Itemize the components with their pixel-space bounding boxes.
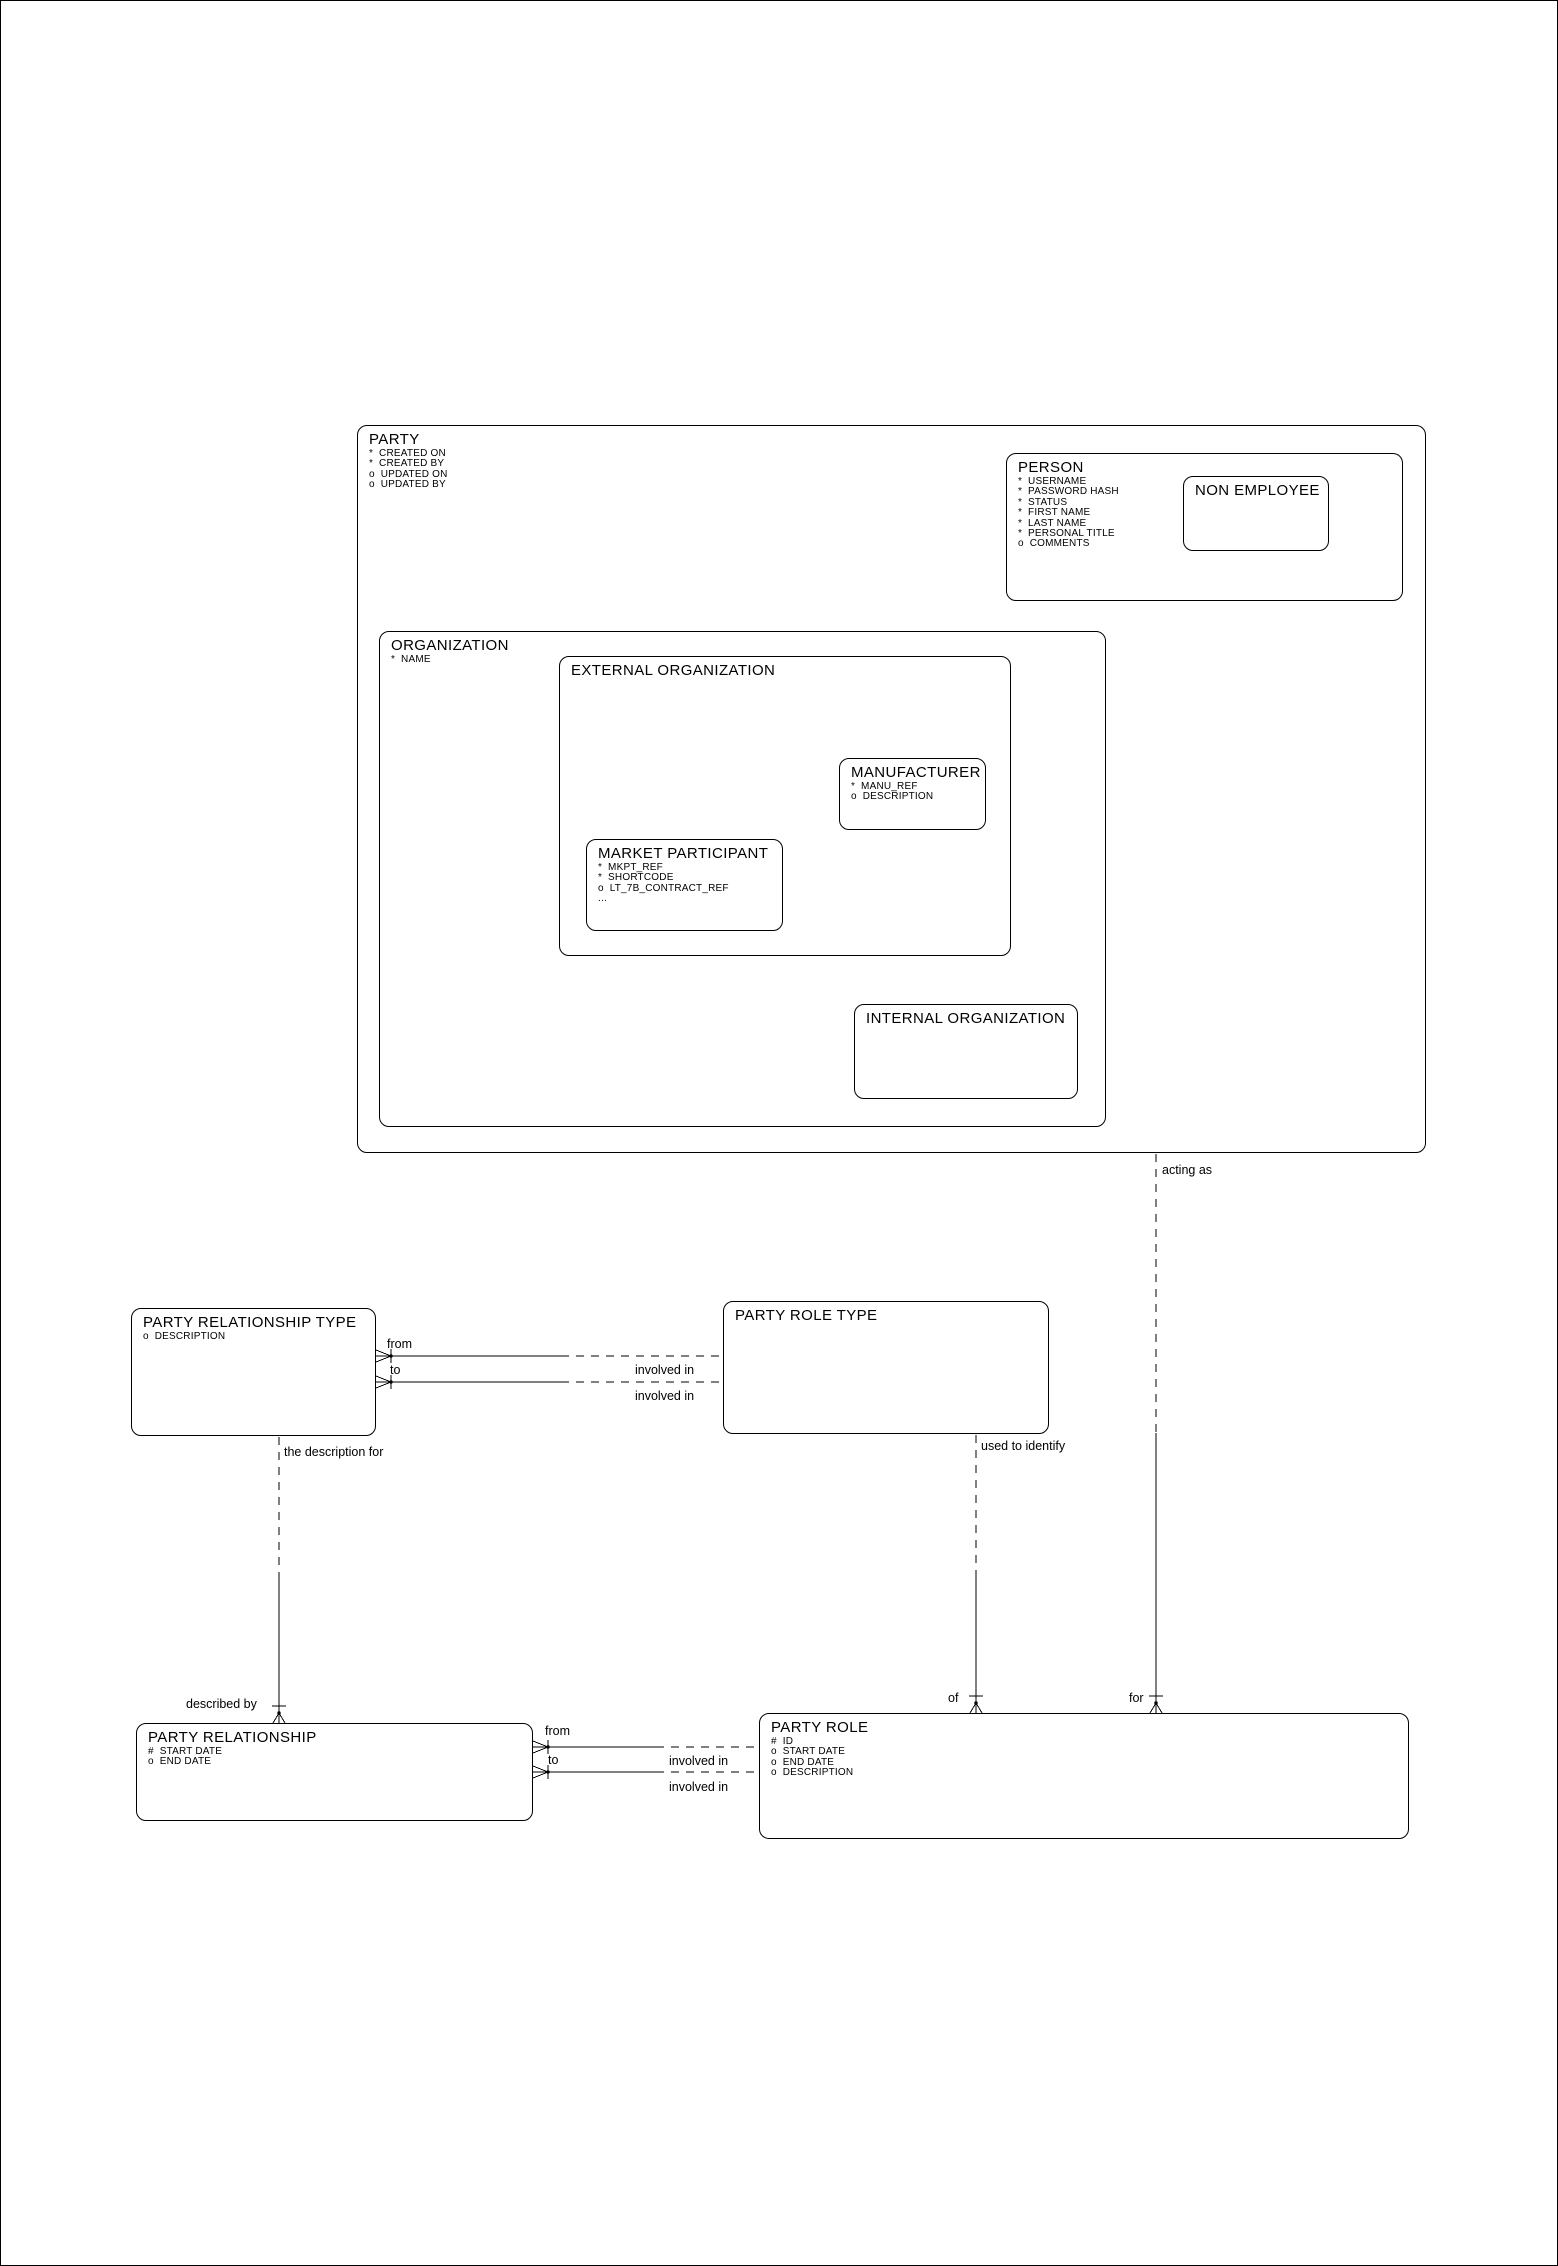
attribute-row: # ID [771, 1736, 794, 1747]
connector-type-to [375, 1375, 723, 1389]
attribute-row: * CREATED BY [369, 458, 445, 470]
entity-title-organization: ORGANIZATION [391, 637, 509, 654]
entity-attributes-person: * USERNAME * PASSWORD HASH * STATUS * FI… [1018, 476, 1392, 550]
entity-attributes-party-relationship-type: o DESCRIPTION [143, 1331, 365, 1342]
entity-title-party: PARTY [369, 431, 420, 448]
crow-foot-icon [532, 1765, 550, 1779]
connector-rel-from [532, 1740, 759, 1754]
crow-foot-icon [969, 1702, 983, 1714]
entity-title-non-employee: NON EMPLOYEE [1195, 482, 1320, 499]
crow-foot-icon [532, 1740, 550, 1754]
relationship-label-involved-in: involved in [669, 1754, 729, 1768]
entity-attributes-market-participant: * MKPT_REF * SHORTCODE o LT_7B_CONTRACT_… [598, 862, 772, 905]
relationship-label-acting-as: acting as [1162, 1163, 1213, 1177]
attribute-row: o END DATE [771, 1756, 835, 1768]
entity-title-person: PERSON [1018, 459, 1084, 476]
connector-type-from [375, 1349, 723, 1363]
attribute-row: * PASSWORD HASH [1018, 486, 1119, 498]
attribute-row: * USERNAME [1018, 476, 1087, 487]
relationship-label-involved-in: involved in [635, 1389, 695, 1403]
crow-foot-icon [375, 1375, 393, 1389]
entity-party-role: PARTY ROLE # ID o START DATE o END DATE … [759, 1713, 1409, 1839]
attribute-row: o DESCRIPTION [851, 791, 934, 803]
relationship-label-involved-in: involved in [635, 1363, 695, 1377]
attribute-row: o END DATE [148, 1756, 212, 1768]
connector-dot [1154, 1701, 1158, 1705]
entity-party-relationship-type: PARTY RELATIONSHIP TYPE o DESCRIPTION [131, 1308, 376, 1436]
entity-party-role-type: PARTY ROLE TYPE [723, 1301, 1049, 1434]
entity-title-manufacturer: MANUFACTURER [851, 764, 981, 781]
entity-title-party-relationship: PARTY RELATIONSHIP [148, 1729, 317, 1746]
connector-dot [277, 1711, 281, 1715]
connector-dot [546, 1770, 550, 1774]
entity-party: PARTY * CREATED ON * CREATED BY o UPDATE… [357, 425, 1426, 1153]
entity-title-external-organization: EXTERNAL ORGANIZATION [571, 662, 776, 679]
entity-title-party-role: PARTY ROLE [771, 1719, 869, 1736]
entity-organization: ORGANIZATION * NAME [379, 631, 1106, 1127]
connector-acting-as [1149, 1154, 1163, 1714]
attribute-row: * NAME [391, 654, 431, 665]
entity-attributes-party-relationship: # START DATE o END DATE [148, 1746, 522, 1768]
relationship-label-used-to-identify: used to identify [981, 1439, 1066, 1453]
entity-market-participant: MARKET PARTICIPANT * MKPT_REF * SHORTCOD… [586, 839, 783, 931]
attribute-row: o UPDATED ON [369, 468, 448, 480]
attribute-row: o START DATE [771, 1746, 846, 1758]
connector-dot [389, 1354, 393, 1358]
connector-dot [974, 1701, 978, 1705]
attribute-row: * CREATED ON [369, 448, 446, 459]
connector-dot [546, 1745, 550, 1749]
connector-description-for [272, 1437, 286, 1724]
entity-title-market-participant: MARKET PARTICIPANT [598, 845, 769, 862]
relationship-label-involved-in: involved in [669, 1780, 729, 1794]
attribute-row: * FIRST NAME [1018, 507, 1091, 519]
entity-title-party-role-type: PARTY ROLE TYPE [735, 1307, 878, 1324]
relationship-label-to: to [548, 1753, 559, 1767]
attribute-row: o DESCRIPTION [143, 1331, 226, 1342]
relationship-label-from: from [545, 1724, 570, 1738]
entity-attributes-manufacturer: * MANU_REF o DESCRIPTION [851, 781, 975, 803]
attribute-row: o UPDATED BY [369, 479, 446, 491]
entity-person: PERSON * USERNAME * PASSWORD HASH * STAT… [1006, 453, 1403, 601]
entity-manufacturer: MANUFACTURER * MANU_REF o DESCRIPTION [839, 758, 986, 830]
entity-non-employee: NON EMPLOYEE [1183, 476, 1329, 551]
relationship-label-of: of [948, 1691, 959, 1705]
attribute-row: ... [598, 893, 607, 905]
relationship-label-from: from [387, 1337, 412, 1351]
relationship-label-described-by: described by [186, 1697, 257, 1711]
attribute-row: * STATUS [1018, 496, 1068, 508]
entity-title-party-relationship-type: PARTY RELATIONSHIP TYPE [143, 1314, 357, 1331]
attribute-row: * PERSONAL TITLE [1018, 528, 1115, 540]
attribute-row: o COMMENTS [1018, 538, 1090, 550]
entity-attributes-organization: * NAME [391, 654, 1095, 665]
crow-foot-icon [375, 1349, 393, 1363]
attribute-row: # START DATE [148, 1746, 223, 1757]
entity-attributes-party: * CREATED ON * CREATED BY o UPDATED ON o… [369, 448, 1415, 491]
attribute-row: o LT_7B_CONTRACT_REF [598, 882, 729, 894]
entity-attributes-party-role: # ID o START DATE o END DATE o DESCRIPTI… [771, 1736, 1398, 1779]
crow-foot-icon [272, 1712, 286, 1724]
connector-dot [389, 1380, 393, 1384]
attribute-row: * MANU_REF [851, 781, 918, 792]
entity-title-internal-organization: INTERNAL ORGANIZATION [866, 1010, 1066, 1027]
connector-used-to-identify [969, 1435, 983, 1714]
attribute-row: * MKPT_REF [598, 862, 663, 873]
attribute-row: * LAST NAME [1018, 517, 1087, 529]
entity-external-organization: EXTERNAL ORGANIZATION [559, 656, 1011, 956]
entity-internal-organization: INTERNAL ORGANIZATION [854, 1004, 1078, 1099]
attribute-row: o DESCRIPTION [771, 1767, 854, 1779]
relationship-label-to: to [390, 1363, 401, 1377]
attribute-row: * SHORTCODE [598, 872, 674, 884]
relationship-label-the-description-for: the description for [284, 1445, 384, 1459]
relationship-label-for: for [1129, 1691, 1144, 1705]
entity-party-relationship: PARTY RELATIONSHIP # START DATE o END DA… [136, 1723, 533, 1821]
crow-foot-icon [1149, 1702, 1163, 1714]
